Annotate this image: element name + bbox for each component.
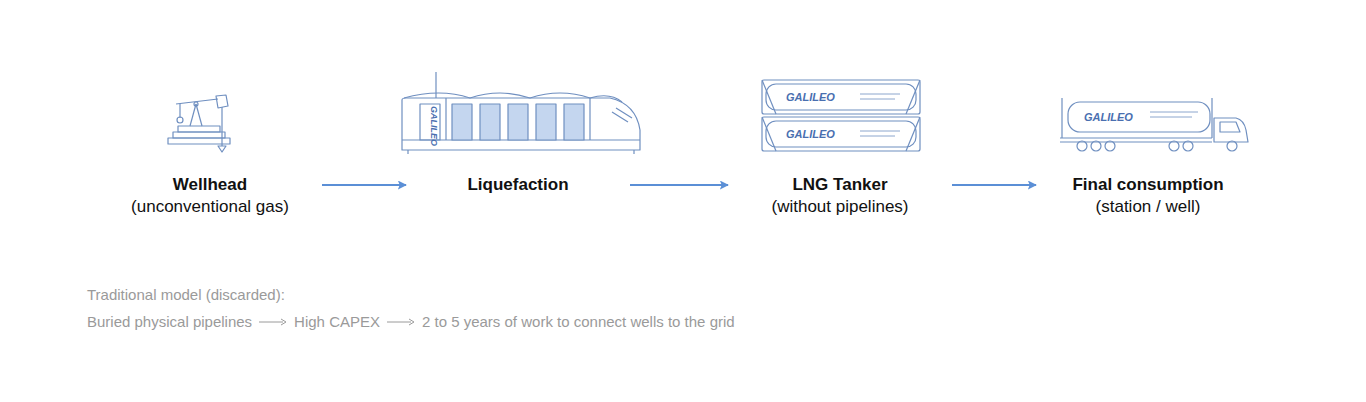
liquefaction-unit-icon — [402, 72, 640, 154]
lng-container-icon — [762, 80, 920, 151]
step-node: Liquefaction — [408, 174, 628, 196]
step-subtitle: (without pipelines) — [730, 196, 950, 218]
note-row: Buried physical pipelines High CAPEX 2 t… — [87, 313, 735, 331]
note-text: High CAPEX — [294, 313, 380, 331]
note-arrow — [259, 318, 287, 326]
brand-text: GALILEO — [428, 106, 440, 146]
step-subtitle: (station / well) — [1038, 196, 1258, 218]
brand-text: GALILEO — [786, 128, 835, 140]
step-node: Final consumption(station / well) — [1038, 174, 1258, 218]
note-text: Traditional model (discarded): — [87, 286, 285, 304]
note-text: 2 to 5 years of work to connect wells to… — [422, 313, 735, 331]
step-node: LNG Tanker(without pipelines) — [730, 174, 950, 218]
step-title: LNG Tanker — [730, 174, 950, 196]
pump-jack-icon — [168, 95, 230, 152]
step-title: Final consumption — [1038, 174, 1258, 196]
step-subtitle: (unconventional gas) — [100, 196, 320, 218]
flow-arrow — [630, 184, 728, 186]
truck-icon — [1060, 98, 1248, 151]
flow-arrow — [322, 184, 406, 186]
step-title: Wellhead — [100, 174, 320, 196]
step-node: Wellhead(unconventional gas) — [100, 174, 320, 218]
note-text: Buried physical pipelines — [87, 313, 252, 331]
note-arrow — [387, 318, 415, 326]
brand-text: GALILEO — [786, 91, 835, 103]
flow-arrow — [952, 184, 1036, 186]
brand-text: GALILEO — [1084, 111, 1133, 123]
step-title: Liquefaction — [408, 174, 628, 196]
